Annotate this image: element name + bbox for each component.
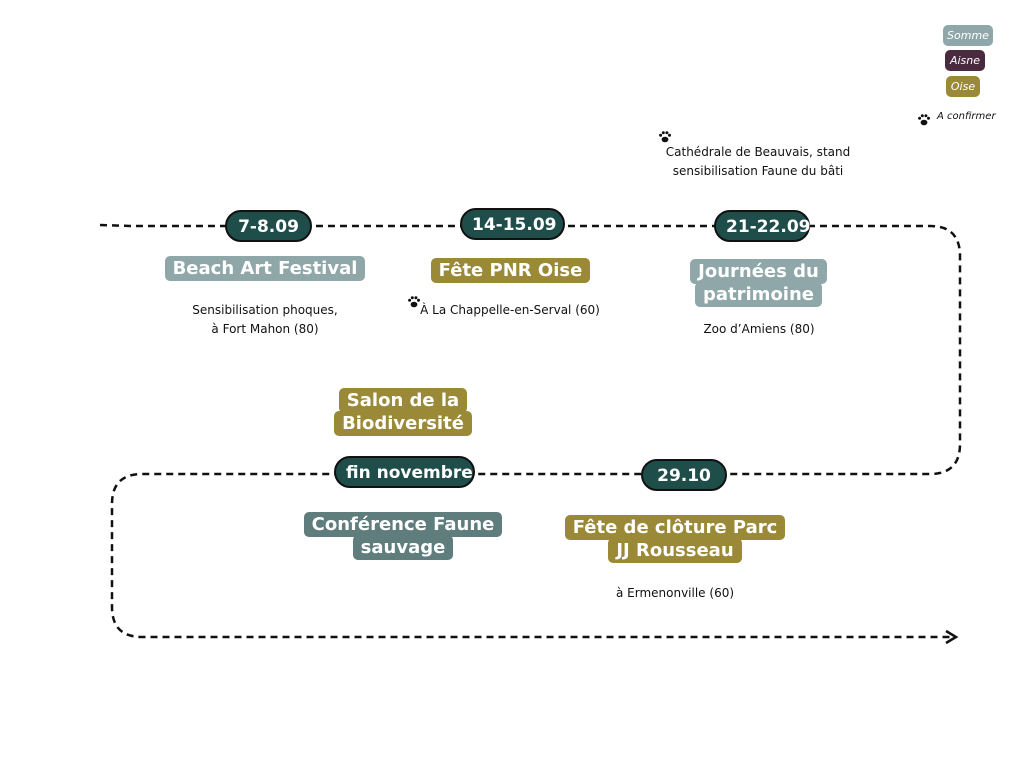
event-title-salon-line1: Salon de la bbox=[338, 388, 468, 413]
event-title-cloture-line1: Fête de clôture Parc bbox=[564, 515, 786, 540]
legend-oise: Oise bbox=[946, 76, 980, 97]
event-desc-pnr: À La Chappelle-en-Serval (60) bbox=[412, 301, 608, 320]
date-badge-patrimoine: 21-22.09 bbox=[714, 210, 811, 242]
date-badge-cloture: 29.10 bbox=[641, 459, 727, 491]
event-desc-beach-line2: à Fort Mahon (80) bbox=[211, 322, 319, 336]
event-title-pnr: Fête PNR Oise bbox=[418, 258, 603, 283]
paw-icon bbox=[918, 114, 930, 126]
event-title-conference: Conférence Faune sauvage bbox=[298, 512, 508, 560]
cathedrale-note: Cathédrale de Beauvais, stand sensibilis… bbox=[658, 143, 858, 181]
timeline-line bbox=[99, 223, 962, 639]
event-title-patrimoine: Journées du patrimoine bbox=[676, 259, 841, 307]
date-badge-beach: 7-8.09 bbox=[225, 210, 312, 242]
timeline-arrow-icon bbox=[945, 629, 959, 645]
event-title-salon: Salon de la Biodiversité bbox=[318, 388, 488, 436]
event-title-patrimoine-line1: Journées du bbox=[690, 259, 827, 284]
paw-icon bbox=[659, 131, 671, 143]
event-title-salon-line2: Biodiversité bbox=[334, 411, 472, 436]
event-desc-pnr-line: À La Chappelle-en-Serval (60) bbox=[420, 303, 600, 317]
event-desc-patrimoine-line: Zoo d’Amiens (80) bbox=[703, 322, 815, 336]
event-title-cloture-line2: JJ Rousseau bbox=[608, 538, 742, 563]
date-badge-pnr: 14-15.09 bbox=[460, 208, 565, 240]
event-title-beach: Beach Art Festival bbox=[160, 256, 370, 281]
event-title-cloture: Fête de clôture Parc JJ Rousseau bbox=[560, 515, 790, 563]
event-desc-beach: Sensibilisation phoques, à Fort Mahon (8… bbox=[180, 301, 350, 339]
event-title-conference-line2: sauvage bbox=[352, 535, 454, 560]
event-title-conference-line1: Conférence Faune bbox=[303, 512, 503, 537]
legend-aisne: Aisne bbox=[945, 50, 985, 71]
event-title-patrimoine-line2: patrimoine bbox=[695, 282, 822, 307]
event-desc-cloture-line: à Ermenonville (60) bbox=[615, 586, 735, 600]
cathedrale-note-line1: Cathédrale de Beauvais, stand bbox=[665, 145, 851, 159]
cathedrale-note-line2: sensibilisation Faune du bâti bbox=[672, 164, 844, 178]
paw-icon bbox=[408, 296, 420, 308]
event-desc-cloture: à Ermenonville (60) bbox=[595, 584, 755, 603]
legend-somme: Somme bbox=[943, 25, 993, 46]
event-desc-beach-line1: Sensibilisation phoques, bbox=[192, 303, 338, 317]
event-desc-patrimoine: Zoo d’Amiens (80) bbox=[680, 320, 838, 339]
date-badge-conference: fin novembre bbox=[334, 456, 475, 488]
legend-note: A confirmer bbox=[937, 111, 996, 122]
